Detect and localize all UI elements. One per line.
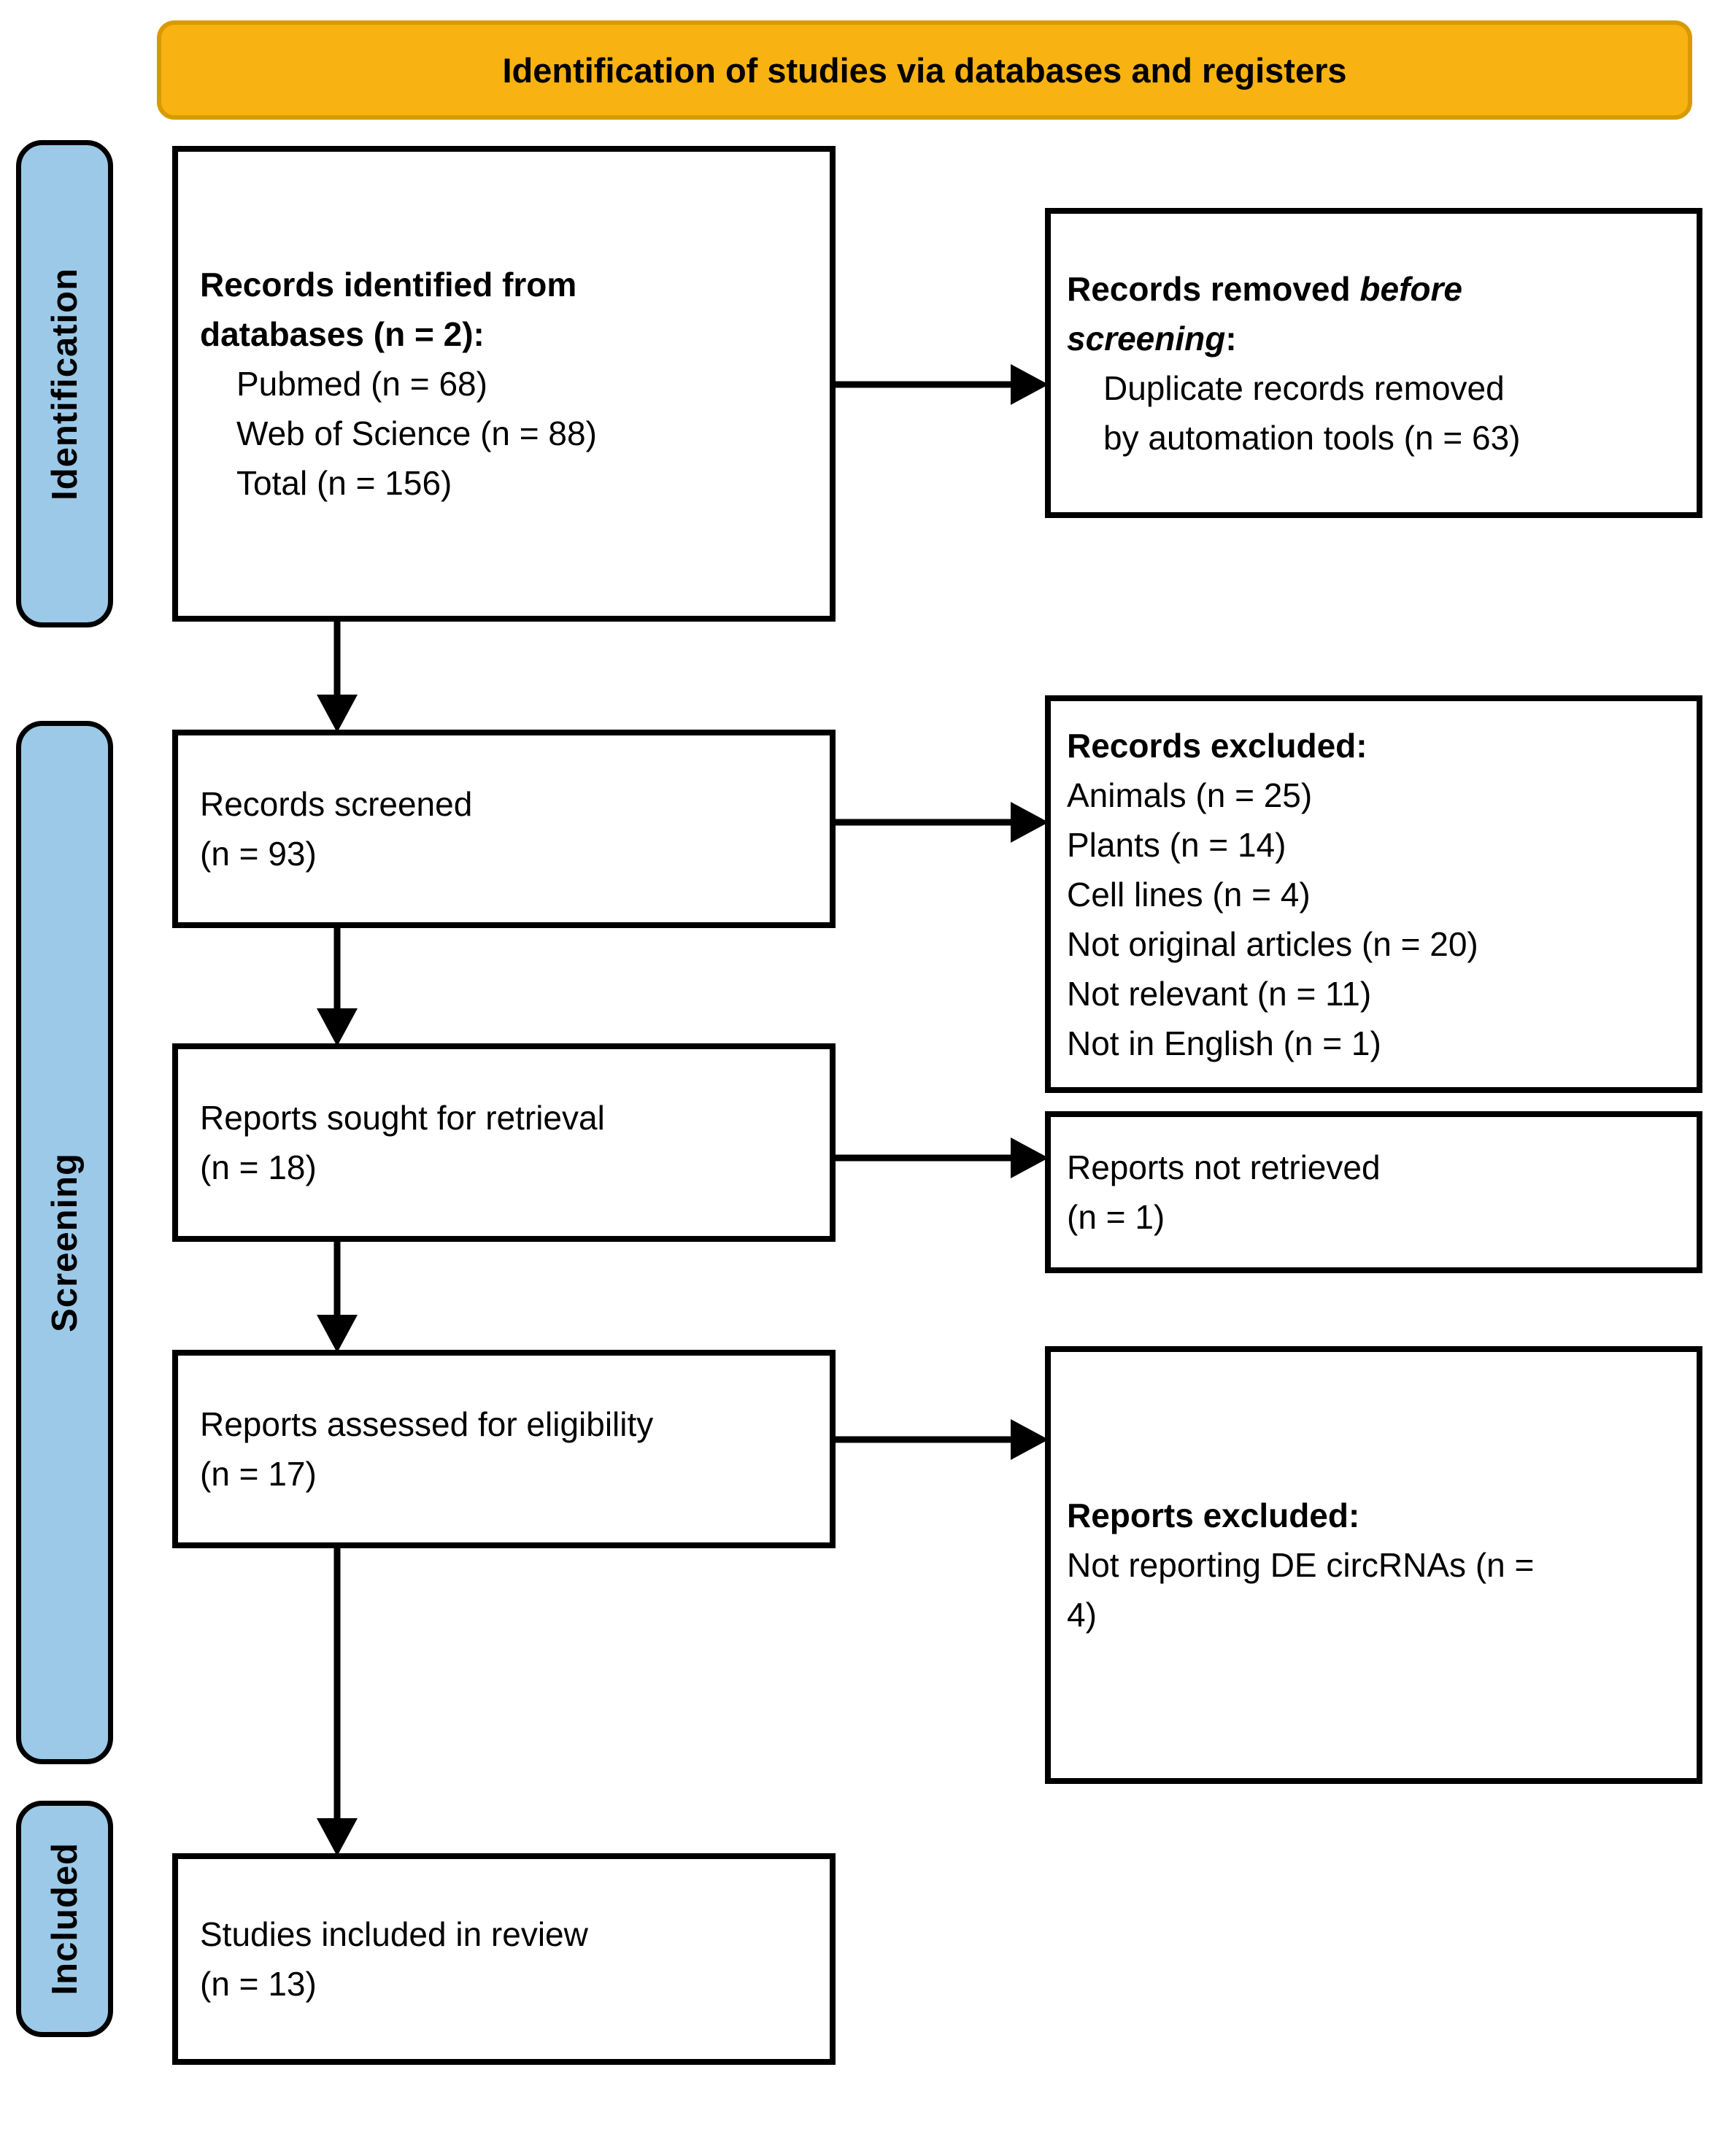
records-excluded-item: Animals (n = 25) [1067,776,1313,814]
banner-title: Identification of studies via databases … [502,50,1347,90]
arrow-identified-to-removed [836,363,1049,406]
arrowhead-down-icon [317,695,358,733]
reports-excluded-item: Not reporting DE circRNAs (n = [1067,1546,1535,1584]
reports-excluded-title: Reports excluded: [1067,1496,1360,1534]
records-identified-title-line2: databases (n = 2): [200,315,485,353]
stage-label-included-text: Included [45,1842,85,1996]
arrowhead-down-icon [317,1818,358,1856]
arrow-shaft [333,1548,341,1823]
records-removed-item: by automation tools (n = 63) [1103,418,1521,457]
records-removed-title-italic2: screening [1067,319,1226,358]
records-excluded-item: Cell lines (n = 4) [1067,875,1311,913]
arrow-sought-to-assessed [316,1240,358,1353]
reports-not-retrieved-line1: Reports not retrieved [1067,1148,1381,1186]
box-reports-assessed-for-eligibility: Reports assessed for eligibility (n = 17… [172,1350,836,1548]
box-records-excluded: Records excluded: Animals (n = 25) Plant… [1045,695,1702,1093]
arrow-screened-to-excluded [836,801,1049,843]
arrow-shaft [836,819,1015,826]
reports-sought-line1: Reports sought for retrieval [200,1099,605,1137]
reports-assessed-line1: Reports assessed for eligibility [200,1405,654,1443]
records-removed-title-colon: : [1225,319,1237,358]
arrow-screened-to-sought [316,928,358,1046]
records-excluded-item: Not original articles (n = 20) [1067,924,1478,963]
studies-included-line2: (n = 13) [200,1965,317,2003]
arrow-shaft [333,622,341,699]
stage-label-identification: Identification [16,140,113,627]
arrowhead-down-icon [317,1008,358,1046]
records-identified-item: Total (n = 156) [236,464,452,502]
arrow-shaft [836,1154,1015,1162]
box-records-identified: Records identified from databases (n = 2… [172,146,836,622]
records-excluded-item: Not in English (n = 1) [1067,1024,1381,1062]
box-reports-excluded: Reports excluded: Not reporting DE circR… [1045,1346,1702,1784]
arrow-sought-to-not-retrieved [836,1137,1049,1179]
arrow-identified-to-screened [316,622,358,733]
records-screened-line2: (n = 93) [200,835,317,873]
arrow-assessed-to-reports-excluded [836,1418,1049,1461]
arrowhead-down-icon [317,1315,358,1353]
arrow-shaft [333,928,341,1013]
stage-label-screening-text: Screening [45,1153,85,1332]
records-identified-item: Web of Science (n = 88) [236,414,597,452]
arrow-shaft [333,1240,341,1319]
reports-not-retrieved-line2: (n = 1) [1067,1198,1165,1236]
records-identified-title-line1: Records identified from [200,266,577,304]
records-screened-line1: Records screened [200,785,473,823]
reports-excluded-item: 4) [1067,1596,1097,1634]
records-excluded-item: Not relevant (n = 11) [1067,974,1372,1013]
arrowhead-right-icon [1011,1419,1049,1460]
records-identified-item: Pubmed (n = 68) [236,365,487,403]
studies-included-line1: Studies included in review [200,1915,588,1953]
arrow-shaft [836,1436,1015,1443]
arrow-shaft [836,381,1015,388]
arrowhead-right-icon [1011,1137,1049,1178]
records-excluded-title: Records excluded: [1067,726,1367,765]
arrowhead-right-icon [1011,364,1049,405]
box-reports-not-retrieved: Reports not retrieved (n = 1) [1045,1111,1702,1273]
arrowhead-right-icon [1011,802,1049,843]
records-excluded-item: Plants (n = 14) [1067,825,1286,864]
box-records-removed-before-screening: Records removed before screening: Duplic… [1045,208,1702,518]
records-removed-title-regular: Records removed [1067,269,1360,308]
banner: Identification of studies via databases … [157,20,1692,120]
records-removed-title-italic: before [1359,269,1462,308]
records-removed-title-line1: Records removed before [1067,264,1686,314]
records-removed-item: Duplicate records removed [1103,368,1505,407]
stage-label-screening: Screening [16,721,113,1764]
arrow-assessed-to-included [316,1548,358,1856]
stage-label-included: Included [16,1801,113,2037]
stage-label-identification-text: Identification [45,267,85,501]
reports-sought-line2: (n = 18) [200,1148,317,1186]
box-reports-sought-for-retrieval: Reports sought for retrieval (n = 18) [172,1043,836,1242]
box-studies-included-in-review: Studies included in review (n = 13) [172,1853,836,2065]
records-removed-title-line2: screening: [1067,314,1686,363]
reports-assessed-line2: (n = 17) [200,1455,317,1493]
box-records-screened: Records screened (n = 93) [172,730,836,928]
